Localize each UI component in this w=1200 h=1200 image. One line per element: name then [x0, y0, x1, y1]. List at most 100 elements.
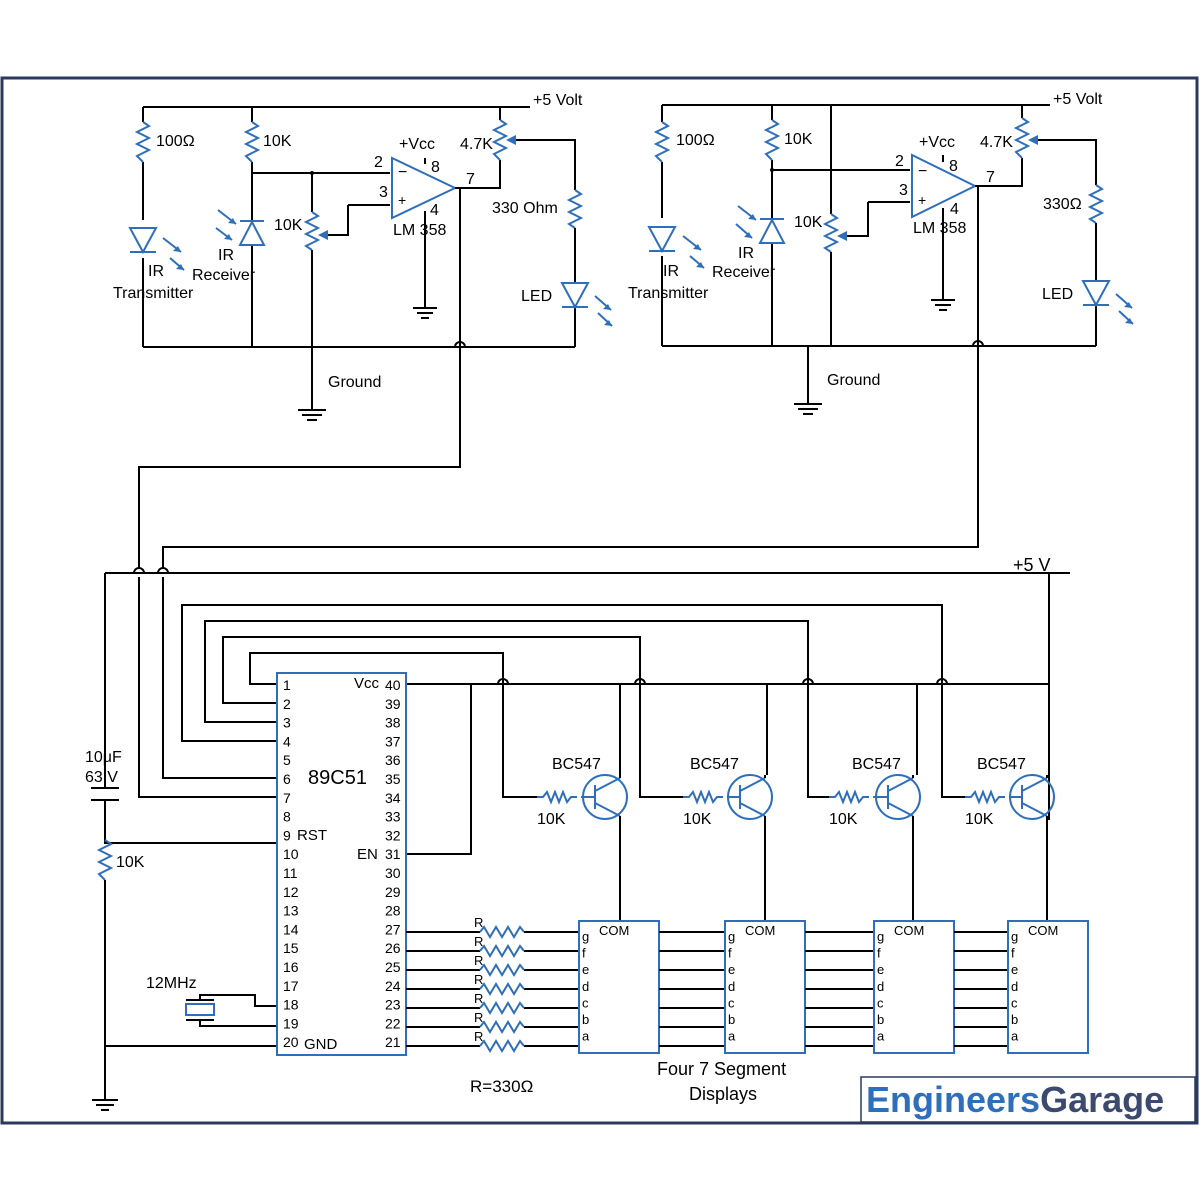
seg-res-r-label: R — [474, 915, 483, 930]
mcu-pin-40: 40 — [385, 677, 401, 693]
segment-label-f: f — [1011, 946, 1015, 961]
tx-label1-left: IR — [148, 263, 164, 280]
mcu-pin-7: 7 — [283, 790, 291, 806]
r330-label-right: 330Ω — [1043, 196, 1082, 213]
segment-label-e: e — [877, 962, 884, 977]
mcu-pin-17: 17 — [283, 978, 299, 994]
mcu-pin-27: 27 — [385, 921, 401, 937]
ground-icon — [794, 403, 822, 415]
mcu-pin-1: 1 — [283, 677, 291, 693]
seg-res-r-label: R — [474, 972, 483, 987]
pin3-label-right: 3 — [899, 182, 908, 199]
mcu-pin-4: 4 — [283, 733, 291, 749]
res-10k-label-right: 10K — [784, 131, 813, 148]
mcu-pin-2: 2 — [283, 696, 291, 712]
transistor-label: BC547 — [690, 756, 739, 773]
segment-label-e: e — [582, 962, 589, 977]
segment-label-g: g — [1011, 929, 1018, 944]
potentiometer-4-7k — [1013, 117, 1031, 159]
pot-label-left: 10K — [274, 217, 303, 234]
segment-label-f: f — [728, 946, 732, 961]
mcu-pin-18: 18 — [283, 997, 299, 1013]
segment-label-g: g — [877, 929, 884, 944]
logo-part1: Engineers — [866, 1079, 1040, 1120]
mcu-pin-13: 13 — [283, 903, 299, 919]
mcu-pin-38: 38 — [385, 715, 401, 731]
mcu-rst-label: RST — [297, 827, 327, 844]
reset-res-label: 10K — [116, 854, 145, 871]
mcu-pin-10: 10 — [283, 846, 299, 862]
supply-label-left: +5 Volt — [533, 92, 583, 109]
segment-label-d: d — [582, 979, 589, 994]
opamp-lm358 — [391, 156, 458, 220]
led-label-left: LED — [521, 288, 552, 305]
led-label-right: LED — [1042, 286, 1073, 303]
supply-label-right: +5 Volt — [1053, 91, 1103, 108]
mcu-pin-8: 8 — [283, 809, 291, 825]
potentiometer-4-7k — [491, 119, 509, 161]
resistor-330-seg — [479, 1020, 525, 1034]
mcu-pin-29: 29 — [385, 884, 401, 900]
segment-label-a: a — [582, 1029, 590, 1044]
mcu-pin-25: 25 — [385, 959, 401, 975]
segment-label-b: b — [582, 1012, 589, 1027]
segment-label-d: d — [877, 979, 884, 994]
segment-label-e: e — [1011, 962, 1018, 977]
res-100-label-right: 100Ω — [676, 132, 715, 149]
segment-label-g: g — [728, 929, 735, 944]
display-com-label: COM — [745, 923, 775, 938]
segment-label-c: c — [728, 995, 735, 1010]
ground-icon — [413, 307, 437, 319]
tx-label2-right: Transmitter — [628, 285, 709, 302]
ir-receiver-icon — [735, 205, 786, 244]
segment-label-f: f — [582, 946, 586, 961]
display-caption-line1: Four 7 Segment — [657, 1059, 786, 1079]
logo-part2: Garage — [1040, 1079, 1164, 1120]
led-icon — [1081, 280, 1134, 325]
segment-label-f: f — [877, 946, 881, 961]
ir-receiver-icon — [215, 209, 266, 246]
resistor-330-seg — [479, 963, 525, 977]
pin8-label-left: 8 — [431, 159, 440, 176]
cap-value-label: 10μF — [85, 749, 122, 766]
resistor-10k-rx — [243, 121, 261, 163]
pin4-label-right: 4 — [950, 201, 959, 218]
ground-icon — [92, 1099, 118, 1111]
seg-res-r-label: R — [474, 991, 483, 1006]
mcu-pin-22: 22 — [385, 1015, 401, 1031]
display-caption-line2: Displays — [689, 1084, 757, 1104]
segment-label-a: a — [1011, 1029, 1019, 1044]
svg-text:EngineersGarage: EngineersGarage — [866, 1079, 1164, 1120]
mcu-pin-31: 31 — [385, 846, 401, 862]
mcu-pin-16: 16 — [283, 959, 299, 975]
pot-out-label-left: 4.7K — [460, 136, 493, 153]
ir-transmitter-icon — [647, 226, 705, 269]
interconnect-wires — [91, 340, 1070, 1111]
segment-label-a: a — [728, 1029, 736, 1044]
mcu-pin-14: 14 — [283, 921, 299, 937]
mcu-pin-6: 6 — [283, 771, 291, 787]
mcu-pin-37: 37 — [385, 733, 401, 749]
res-10k-label-left: 10K — [263, 133, 292, 150]
resistor-330-seg — [479, 925, 525, 939]
r330-label-left: 330 Ohm — [492, 200, 558, 217]
segment-label-b: b — [1011, 1012, 1018, 1027]
ground-label-right: Ground — [827, 372, 880, 389]
transistor-label: BC547 — [852, 756, 901, 773]
display-com-label: COM — [1028, 923, 1058, 938]
pot-out-label-right: 4.7K — [980, 134, 1013, 151]
opamp-label-right: LM 358 — [913, 220, 966, 237]
display-com-label: COM — [599, 923, 629, 938]
mcu-pin-33: 33 — [385, 809, 401, 825]
resistor-10k-reset — [96, 839, 114, 881]
mcu-pin-11: 11 — [283, 865, 298, 881]
